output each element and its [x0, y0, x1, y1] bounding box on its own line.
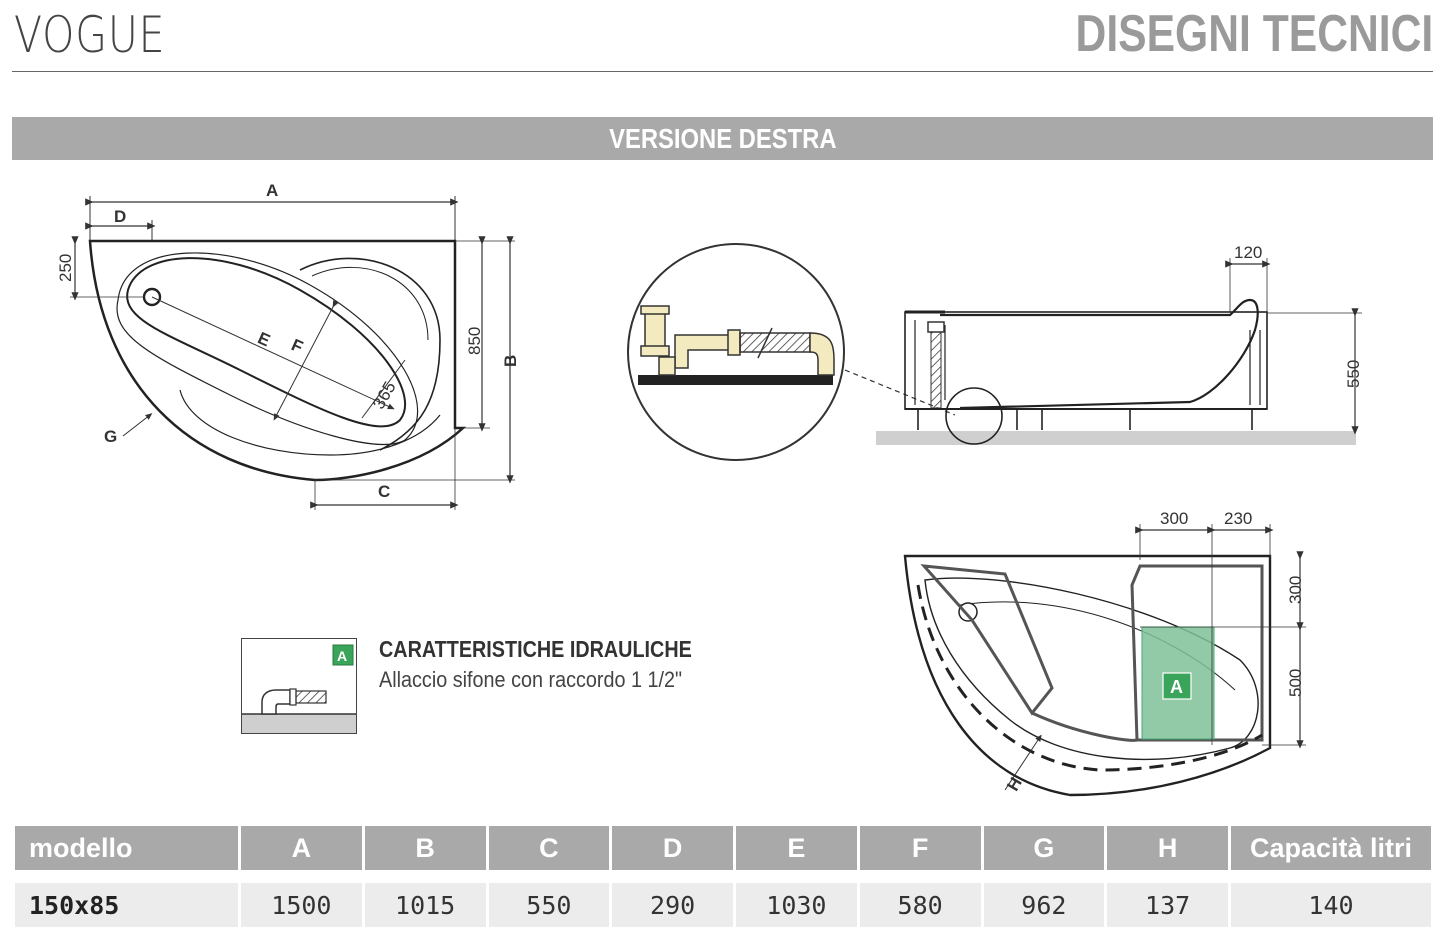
cell-A: 1500 — [241, 883, 362, 927]
frame-view-labels: 300 230 300 500 H A — [1003, 509, 1305, 794]
zone-A-label: A — [1170, 677, 1183, 697]
legend-badge: A — [337, 648, 347, 664]
dim-500: 500 — [1286, 669, 1305, 697]
header-H: H — [1107, 826, 1228, 870]
side-view — [876, 258, 1362, 445]
hydraulics-title: CARATTERISTICHE IDRAULICHE — [379, 636, 692, 662]
cell-H: 137 — [1107, 883, 1228, 927]
plan-view — [70, 196, 515, 510]
header-C: C — [488, 826, 610, 870]
specs-table: modello A B C D E F G H Capacità litri 1… — [12, 826, 1434, 927]
dim-550: 550 — [1344, 360, 1363, 388]
dim-250: 250 — [56, 254, 75, 282]
header-F: F — [859, 826, 981, 870]
specs-header-row: modello A B C D E F G H Capacità litri — [15, 826, 1431, 870]
dim-230: 230 — [1224, 509, 1252, 528]
dim-300-side: 300 — [1286, 576, 1305, 604]
header-G: G — [983, 826, 1105, 870]
label-B: B — [501, 355, 520, 367]
dim-300-top: 300 — [1160, 509, 1188, 528]
header-D: D — [612, 826, 733, 870]
cell-D: 290 — [612, 883, 733, 927]
header-A: A — [241, 826, 362, 870]
version-label: VERSIONE DESTRA — [608, 122, 837, 154]
version-banner: VERSIONE DESTRA — [12, 117, 1433, 160]
cell-capacita: 140 — [1231, 883, 1431, 927]
header-B: B — [364, 826, 486, 870]
hydraulic-icon-frame — [241, 638, 357, 734]
dim-850: 850 — [465, 327, 484, 355]
cell-modello: 150x85 — [15, 883, 238, 927]
hydraulic-icon — [242, 644, 356, 733]
siphon-detail — [627, 243, 845, 461]
table-row: 150x85 1500 1015 550 290 1030 580 962 13… — [15, 883, 1431, 927]
brand-title: VOGUE — [14, 6, 166, 64]
frame-view — [903, 524, 1306, 797]
header-E: E — [736, 826, 857, 870]
cell-C: 550 — [488, 883, 610, 927]
header-modello: modello — [15, 826, 238, 870]
cell-B: 1015 — [364, 883, 486, 927]
dim-120: 120 — [1234, 243, 1262, 262]
cell-F: 580 — [859, 883, 981, 927]
label-D: D — [114, 207, 126, 226]
header-capacita: Capacità litri — [1231, 826, 1431, 870]
cell-G: 962 — [983, 883, 1105, 927]
label-C: C — [378, 482, 390, 501]
section-title: DISEGNI TECNICI — [1075, 5, 1433, 63]
label-G: G — [104, 427, 117, 446]
side-view-labels: 120 550 — [1234, 243, 1363, 388]
header-divider — [12, 71, 1433, 72]
cell-E: 1030 — [736, 883, 857, 927]
label-A: A — [266, 181, 278, 200]
hydraulics-subtitle: Allaccio sifone con raccordo 1 1/2" — [379, 667, 683, 692]
